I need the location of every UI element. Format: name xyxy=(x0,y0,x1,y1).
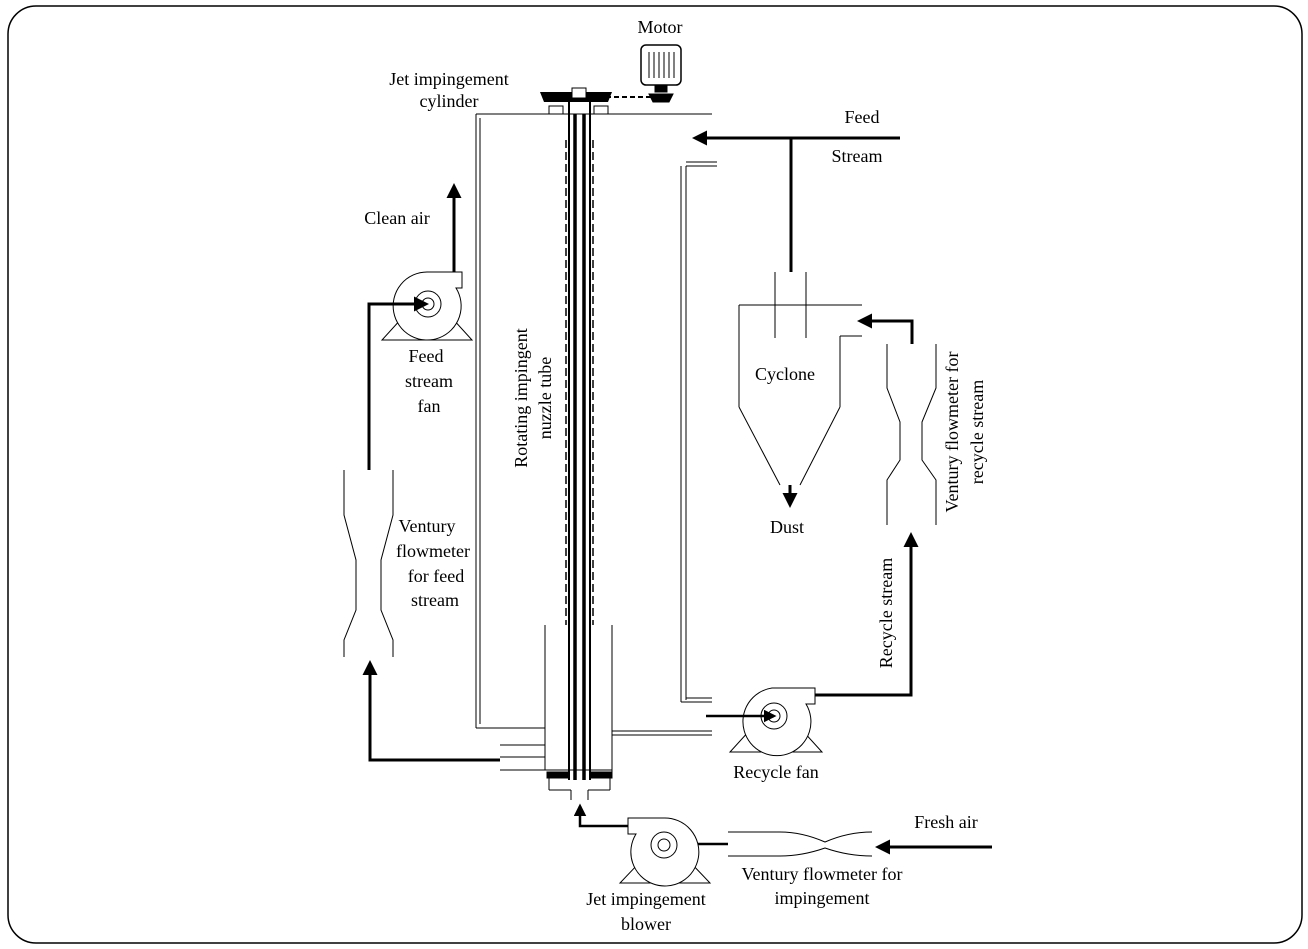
fresh-air-label: Fresh air xyxy=(914,812,977,832)
jet-impingement-cylinder xyxy=(475,114,545,729)
venturi-feed xyxy=(343,470,394,657)
venturi-impingement xyxy=(728,831,873,857)
venturi-feed-label-2: flowmeter xyxy=(396,541,470,561)
feed-fan-icon xyxy=(380,271,474,341)
jet-cylinder-label-2: cylinder xyxy=(420,91,479,111)
motor-icon xyxy=(640,44,682,103)
feed-fan-label-2: stream xyxy=(405,371,453,391)
venturi-recycle-label-2: recycle stream xyxy=(967,380,987,484)
diagram-border xyxy=(7,5,1303,944)
recycle-fan-label: Recycle fan xyxy=(733,762,818,782)
clean-air-label: Clean air xyxy=(364,208,429,228)
jet-blower-label-1: Jet impingement xyxy=(586,889,705,909)
cyclone-label: Cyclone xyxy=(755,364,815,384)
recycle-return-line xyxy=(857,313,914,344)
feed-fan-inlet-line xyxy=(367,296,429,470)
cyclone-body xyxy=(738,272,862,486)
shaft-head xyxy=(571,87,587,99)
jet-blower-label-2: blower xyxy=(621,914,671,934)
nozzle-tube-label-1: Rotating impingent xyxy=(511,328,531,468)
feed-fan-label-3: fan xyxy=(418,396,441,416)
recycle-stream-label: Recycle stream xyxy=(876,558,896,668)
rotating-nozzle-tube xyxy=(565,100,594,780)
venturi-feed-label-1: Ventury xyxy=(399,516,456,536)
nozzle-tube-label-2: nuzzle tube xyxy=(535,357,555,439)
venturi-impingement-label-2: impingement xyxy=(775,888,870,908)
feed-return-line xyxy=(362,660,500,762)
dust-label: Dust xyxy=(770,517,804,537)
venturi-recycle-label-1: Ventury flowmeter for xyxy=(942,352,962,513)
motor-label: Motor xyxy=(638,17,683,37)
jet-blower-icon xyxy=(618,817,712,887)
cylinder-bottom xyxy=(500,625,712,800)
jet-cylinder-label-1: Jet impingement xyxy=(389,69,508,89)
venturi-feed-label-3: for feed xyxy=(408,566,464,586)
blower-to-nozzle-line xyxy=(573,803,628,828)
venturi-impingement-label-1: Ventury flowmeter for xyxy=(742,864,903,884)
venturi-recycle xyxy=(886,344,937,525)
venturi-feed-label-4: stream xyxy=(411,590,459,610)
recycle-fan-icon xyxy=(728,687,824,757)
feed-label-1: Feed xyxy=(845,107,880,127)
feed-fan-label-1: Feed xyxy=(409,346,444,366)
recycle-stream-line xyxy=(792,532,919,697)
feed-label-2: Stream xyxy=(832,146,883,166)
settling-chamber xyxy=(680,161,717,703)
